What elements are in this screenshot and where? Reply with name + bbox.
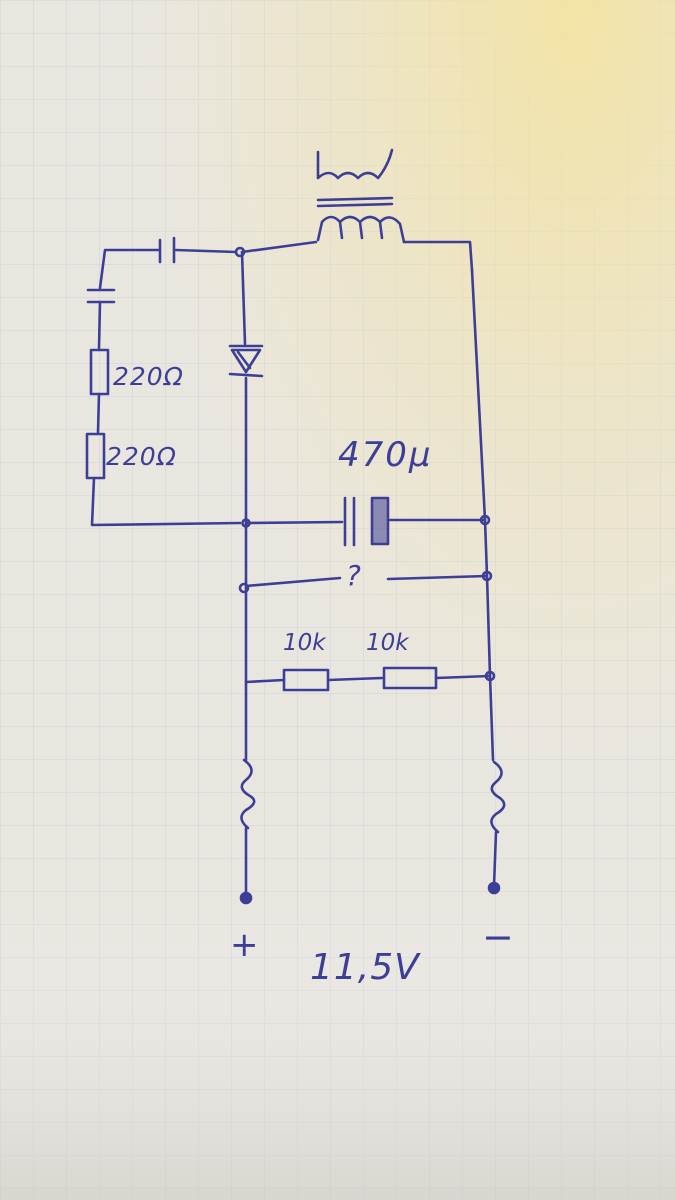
label-capacitor-470: 470µ <box>338 435 433 475</box>
wire-unknown-left <box>244 576 342 588</box>
junction-top <box>234 246 246 258</box>
wire-capacitor-left <box>244 520 344 525</box>
junction-right-cap <box>479 514 491 526</box>
junction-center-unknown <box>238 582 250 594</box>
capacitor-top <box>158 236 176 264</box>
wire-left-bottom <box>90 476 242 527</box>
label-resistor-220-1: 220Ω <box>113 362 184 391</box>
label-unknown-component: ? <box>346 559 361 592</box>
wire-unknown-right <box>386 574 489 581</box>
wire-resistor-branch <box>244 674 492 684</box>
wire-left-mid <box>96 392 101 434</box>
wire-top-left <box>98 248 238 290</box>
transformer-symbol <box>316 148 406 244</box>
resistor-10k-1 <box>282 668 330 692</box>
junction-right-unknown <box>481 570 493 582</box>
diode <box>228 344 264 378</box>
label-positive-terminal: + <box>230 925 259 965</box>
label-negative-terminal: − <box>482 915 514 959</box>
label-voltage: 11,5V <box>310 947 420 988</box>
terminal-positive <box>239 891 253 905</box>
capacitor-470 <box>343 496 390 547</box>
junction-right-resistor <box>484 670 496 682</box>
wire-right <box>470 268 495 762</box>
inductor-left <box>240 758 256 830</box>
junction-center-cap <box>241 518 251 528</box>
wire-top <box>240 240 474 272</box>
inductor-right <box>490 760 506 834</box>
wire-center-top <box>240 250 247 346</box>
label-resistor-220-2: 220Ω <box>106 442 177 471</box>
wire-negative <box>492 830 498 888</box>
resistor-220-2 <box>85 432 106 480</box>
label-resistor-10k-1: 10k <box>283 630 326 656</box>
resistor-10k-2 <box>382 666 438 690</box>
wire-left <box>97 300 102 350</box>
terminal-negative <box>487 881 501 895</box>
label-resistor-10k-2: 10k <box>366 630 409 656</box>
